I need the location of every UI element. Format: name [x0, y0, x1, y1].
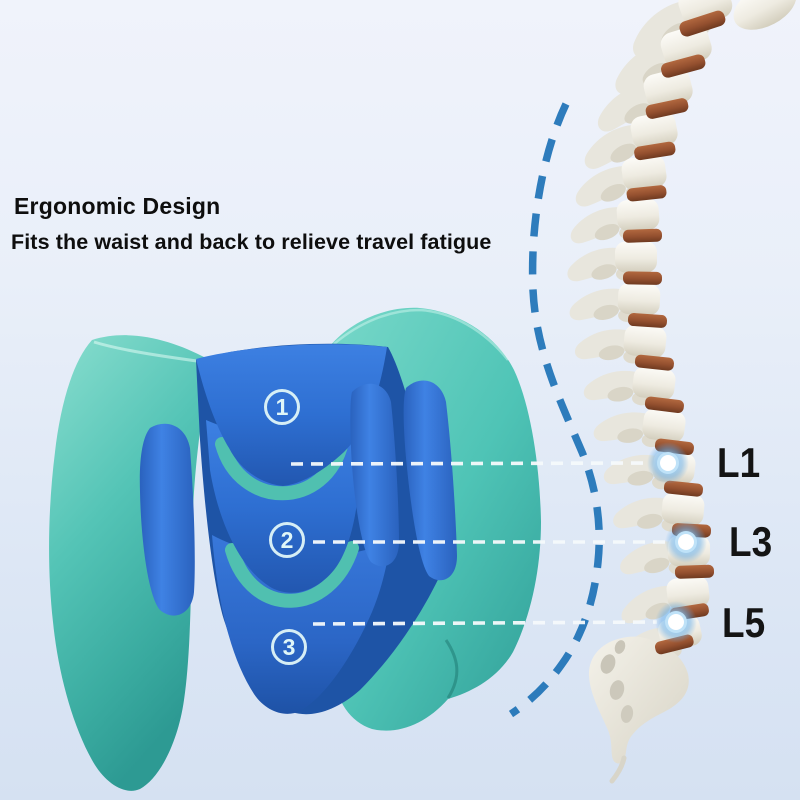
sacrum [588, 636, 689, 784]
marker-dot-l3 [665, 521, 707, 563]
pillow-tube-right-1 [350, 383, 399, 567]
pillow-marker-2: 2 [269, 522, 305, 558]
pillow-band-2 [225, 541, 359, 608]
pillow-marker-1: 1 [264, 389, 300, 425]
page-title: Ergonomic Design [14, 193, 221, 219]
leader-lines [290, 461, 667, 626]
lumbar-curve-dashed-line [508, 102, 603, 718]
spine-label-l3: L3 [729, 518, 773, 565]
leader-line-l5 [312, 620, 658, 626]
pillow [49, 307, 541, 791]
pillow-marker-3-number: 3 [282, 633, 296, 660]
marker-dot-l1 [647, 442, 689, 484]
pillow-tube-right-2 [403, 380, 457, 581]
pillow-marker-2-number: 2 [280, 526, 294, 553]
marker-dot-l5 [655, 601, 697, 643]
pillow-marker-3: 3 [271, 629, 307, 665]
spine-label-l5: L5 [722, 599, 766, 646]
pillow-marker-1-number: 1 [275, 393, 289, 420]
spine-illustration [567, 0, 797, 784]
pillow-tube-left [139, 423, 195, 616]
pillow-panel-3 [212, 535, 390, 714]
page-subtitle: Fits the waist and back to relieve trave… [11, 230, 492, 254]
spine-label-l1: L1 [717, 439, 761, 486]
